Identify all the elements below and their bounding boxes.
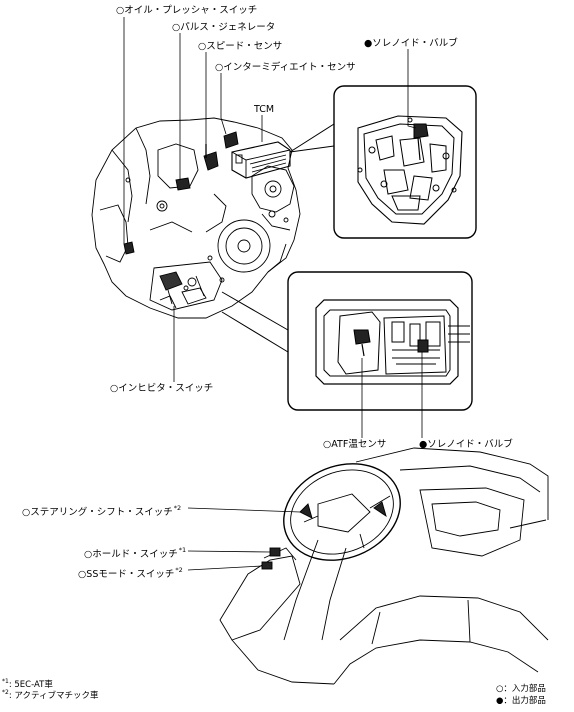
speed-sensor-label: ○スピード・センサ (198, 41, 283, 52)
ss-mode-switch-label: ○SSモード・スイッチ*2 (78, 566, 183, 580)
pulse-generator-label: ○パルス・ジェネレータ (172, 22, 276, 33)
transaxle-illustration (91, 117, 301, 319)
solenoid-valve-top-label: ●ソレノイド・バルブ (364, 38, 458, 49)
steering-shift-switch-label: ○ステアリング・シフト・スイッチ*2 (22, 504, 182, 518)
footnote-1: *1: 5EC-AT車 (2, 678, 53, 690)
hold-switch-label: ○ホールド・スイッチ*1 (84, 546, 187, 560)
footnote-ref: *2 (173, 504, 182, 512)
valve-body-inset (221, 271, 473, 411)
footnote-ref: *2 (175, 566, 183, 574)
oil-pressure-switch-label: ○オイル・プレッシャ・スイッチ (116, 5, 258, 16)
footnote-2: *2: アクティブマチック車 (2, 689, 99, 701)
solenoid-valve-bottom-label: ●ソレノイド・バルブ (419, 439, 513, 450)
inhibitor-switch-label: ○インヒビタ・スイッチ (110, 383, 214, 394)
footnote-ref: *1 (178, 546, 187, 554)
solenoid-valve-inset (289, 85, 477, 239)
intermediate-sensor-label: ○インターミディエイト・センサ (215, 62, 356, 73)
leader-lines (123, 17, 423, 571)
legend-input: ○：入力部品 (496, 684, 546, 694)
atf-temp-sensor-label: ○ATF温センサ (323, 439, 387, 450)
legend-output: ●：出力部品 (496, 696, 546, 706)
tcm-label: TCM (254, 104, 275, 115)
cockpit-illustration (219, 447, 549, 685)
